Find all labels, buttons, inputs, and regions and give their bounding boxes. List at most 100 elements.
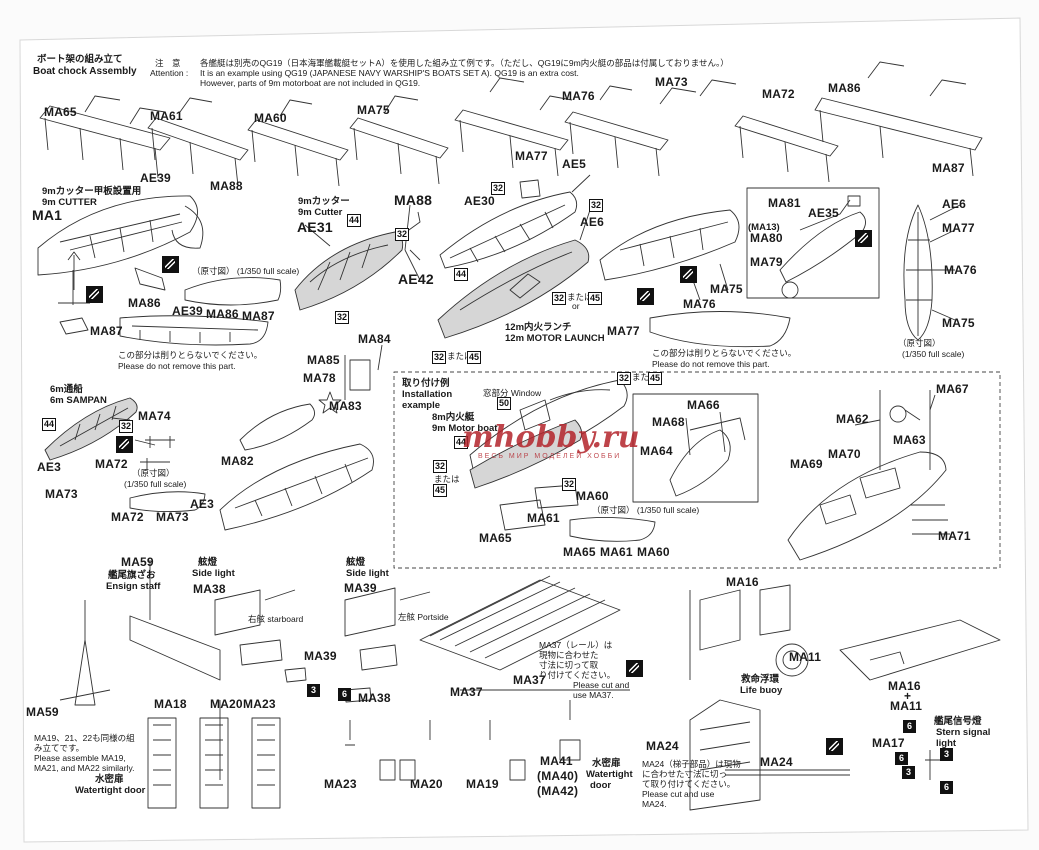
boat-ma82 xyxy=(219,344,383,531)
launch12-en: 12m MOTOR LAUNCH xyxy=(505,333,605,344)
callout-6: 6 xyxy=(338,688,351,701)
label-ma65-b: MA65 xyxy=(479,531,512,545)
label-ma71: MA71 xyxy=(938,529,971,543)
ma37-en-1: Please cut and xyxy=(573,680,630,690)
label-ma59-b: MA59 xyxy=(26,705,59,719)
ma24-jp-1: MA24（梯子部品）は現物 xyxy=(642,759,741,769)
title-jp: ボート架の組み立て xyxy=(37,54,123,65)
chock-ma73 xyxy=(564,85,697,177)
label-ma65-c: MA65 xyxy=(563,545,596,559)
label-ma69: MA69 xyxy=(790,457,823,471)
wtd-jp: 水密扉 xyxy=(95,774,124,785)
fullscale-d: （原寸図） (1/350 full scale) xyxy=(592,505,700,515)
label-ma77-b: MA77 xyxy=(607,324,640,338)
label-ae3-b: AE3 xyxy=(190,497,214,511)
label-ae5: AE5 xyxy=(562,157,586,171)
wtd2-en-1: Watertight xyxy=(586,769,633,780)
label-ma75-c: MA75 xyxy=(942,316,975,330)
boat-9m-motorboat xyxy=(469,379,656,542)
assembly-mark-icon xyxy=(637,288,654,305)
boat-ae5-upper xyxy=(599,209,791,348)
label-ma20: MA20 xyxy=(210,697,243,711)
label-ma81: MA81 xyxy=(768,196,801,210)
or-jp: または xyxy=(567,292,593,302)
label-ma70: MA70 xyxy=(828,447,861,461)
label-ma38-b: MA38 xyxy=(358,691,391,705)
fullscale-jp-b: （原寸図） xyxy=(898,338,941,348)
label-ma62: MA62 xyxy=(836,412,869,426)
starboard: 右舷 starboard xyxy=(248,614,304,624)
label-ma16-b: MA16 xyxy=(888,679,921,693)
ma37-jp-1: MA37（レール）は xyxy=(539,640,613,650)
cutter9b-en: 9m Cutter xyxy=(298,207,343,218)
rail-ma37 xyxy=(419,575,630,691)
donot-en-a: Please do not remove this part. xyxy=(118,361,236,371)
label-ma19: MA19 xyxy=(466,777,499,791)
stern-en-2: light xyxy=(936,738,957,749)
or-jp-d: または xyxy=(434,474,460,484)
watermark-sub: ВЕСЬ МИР МОДЕЛЕЙ ХОББИ xyxy=(478,453,622,460)
ma19-jp-1: MA19、21、22も同様の組 xyxy=(34,733,135,743)
label-ma63: MA63 xyxy=(893,433,926,447)
label-ae42: AE42 xyxy=(398,271,434,287)
label-ma79: MA79 xyxy=(750,255,783,269)
side-light-jp-a: 舷燈 xyxy=(198,557,218,568)
label-ma82: MA82 xyxy=(221,454,254,468)
label-ma41: MA41 xyxy=(540,754,573,768)
chock-ma76 xyxy=(454,77,573,177)
callout-32: 32 xyxy=(335,311,349,324)
fullscale-jp-a: （原寸図） (1/350 full scale) xyxy=(192,266,300,276)
label-ma73-c: MA73 xyxy=(156,510,189,524)
assembly-mark-icon xyxy=(116,436,133,453)
label-ae3: AE3 xyxy=(37,460,61,474)
assembly-mark-icon xyxy=(162,256,179,273)
callout-32: 32 xyxy=(617,372,631,385)
callout-44: 44 xyxy=(454,268,468,281)
label-ma86: MA86 xyxy=(128,296,161,310)
label-ma60: MA60 xyxy=(254,111,287,125)
motorboat-jp: 8m内火艇 xyxy=(432,412,475,423)
callout-32: 32 xyxy=(562,478,576,491)
label-ma17: MA17 xyxy=(872,736,905,750)
plus: + xyxy=(904,689,912,703)
cutter9b-jp: 9mカッター xyxy=(298,196,350,207)
label-ma72-b: MA72 xyxy=(95,457,128,471)
callout-32: 32 xyxy=(491,182,505,195)
or-jp-b: または xyxy=(447,351,473,361)
callout-3: 3 xyxy=(902,766,915,779)
assembly-mark-icon xyxy=(86,286,103,303)
install-en: Installation example xyxy=(402,389,453,411)
label-ma87-b: MA87 xyxy=(242,309,275,323)
cutter9-jp: 9mカッター甲板設置用 xyxy=(42,186,142,197)
fullscale-en-b: (1/350 full scale) xyxy=(902,349,965,359)
wtd2-en-2: door xyxy=(590,780,612,791)
callout-32: 32 xyxy=(119,420,133,433)
label-ma88: MA88 xyxy=(210,179,243,193)
label-ma61: MA61 xyxy=(150,109,183,123)
label-ma20-b: MA20 xyxy=(410,777,443,791)
label-ma73: MA73 xyxy=(655,75,688,89)
label-ma83: MA83 xyxy=(329,399,362,413)
ma24-en-1: Please cut and use xyxy=(642,789,715,799)
boat-6m-sampan xyxy=(44,397,206,513)
label-ma24-b: MA24 xyxy=(760,755,793,769)
ma24-jp-2: に合わせた寸法に切っ xyxy=(642,769,728,779)
full-scale-cutter xyxy=(119,277,282,346)
label-ma76-c: MA76 xyxy=(944,263,977,277)
label-ae39: AE39 xyxy=(140,171,171,185)
label-ma40: (MA40) xyxy=(537,769,579,783)
label-ma23-b: MA23 xyxy=(324,777,357,791)
label-ma85: MA85 xyxy=(307,353,340,367)
label-ma75: MA75 xyxy=(357,103,390,117)
callout-6: 6 xyxy=(895,752,908,765)
ensign-en: Ensign staff xyxy=(106,581,161,592)
callout-6: 6 xyxy=(903,720,916,733)
watermark-logo: mhobby.ru xyxy=(462,420,640,455)
label-ae35: AE35 xyxy=(808,206,839,220)
label-ma84: MA84 xyxy=(358,332,391,346)
label-ma60-c: MA60 xyxy=(637,545,670,559)
label-ma59: MA59 xyxy=(121,555,154,569)
attention-en-2: However, parts of 9m motorboat are not i… xyxy=(200,78,421,88)
